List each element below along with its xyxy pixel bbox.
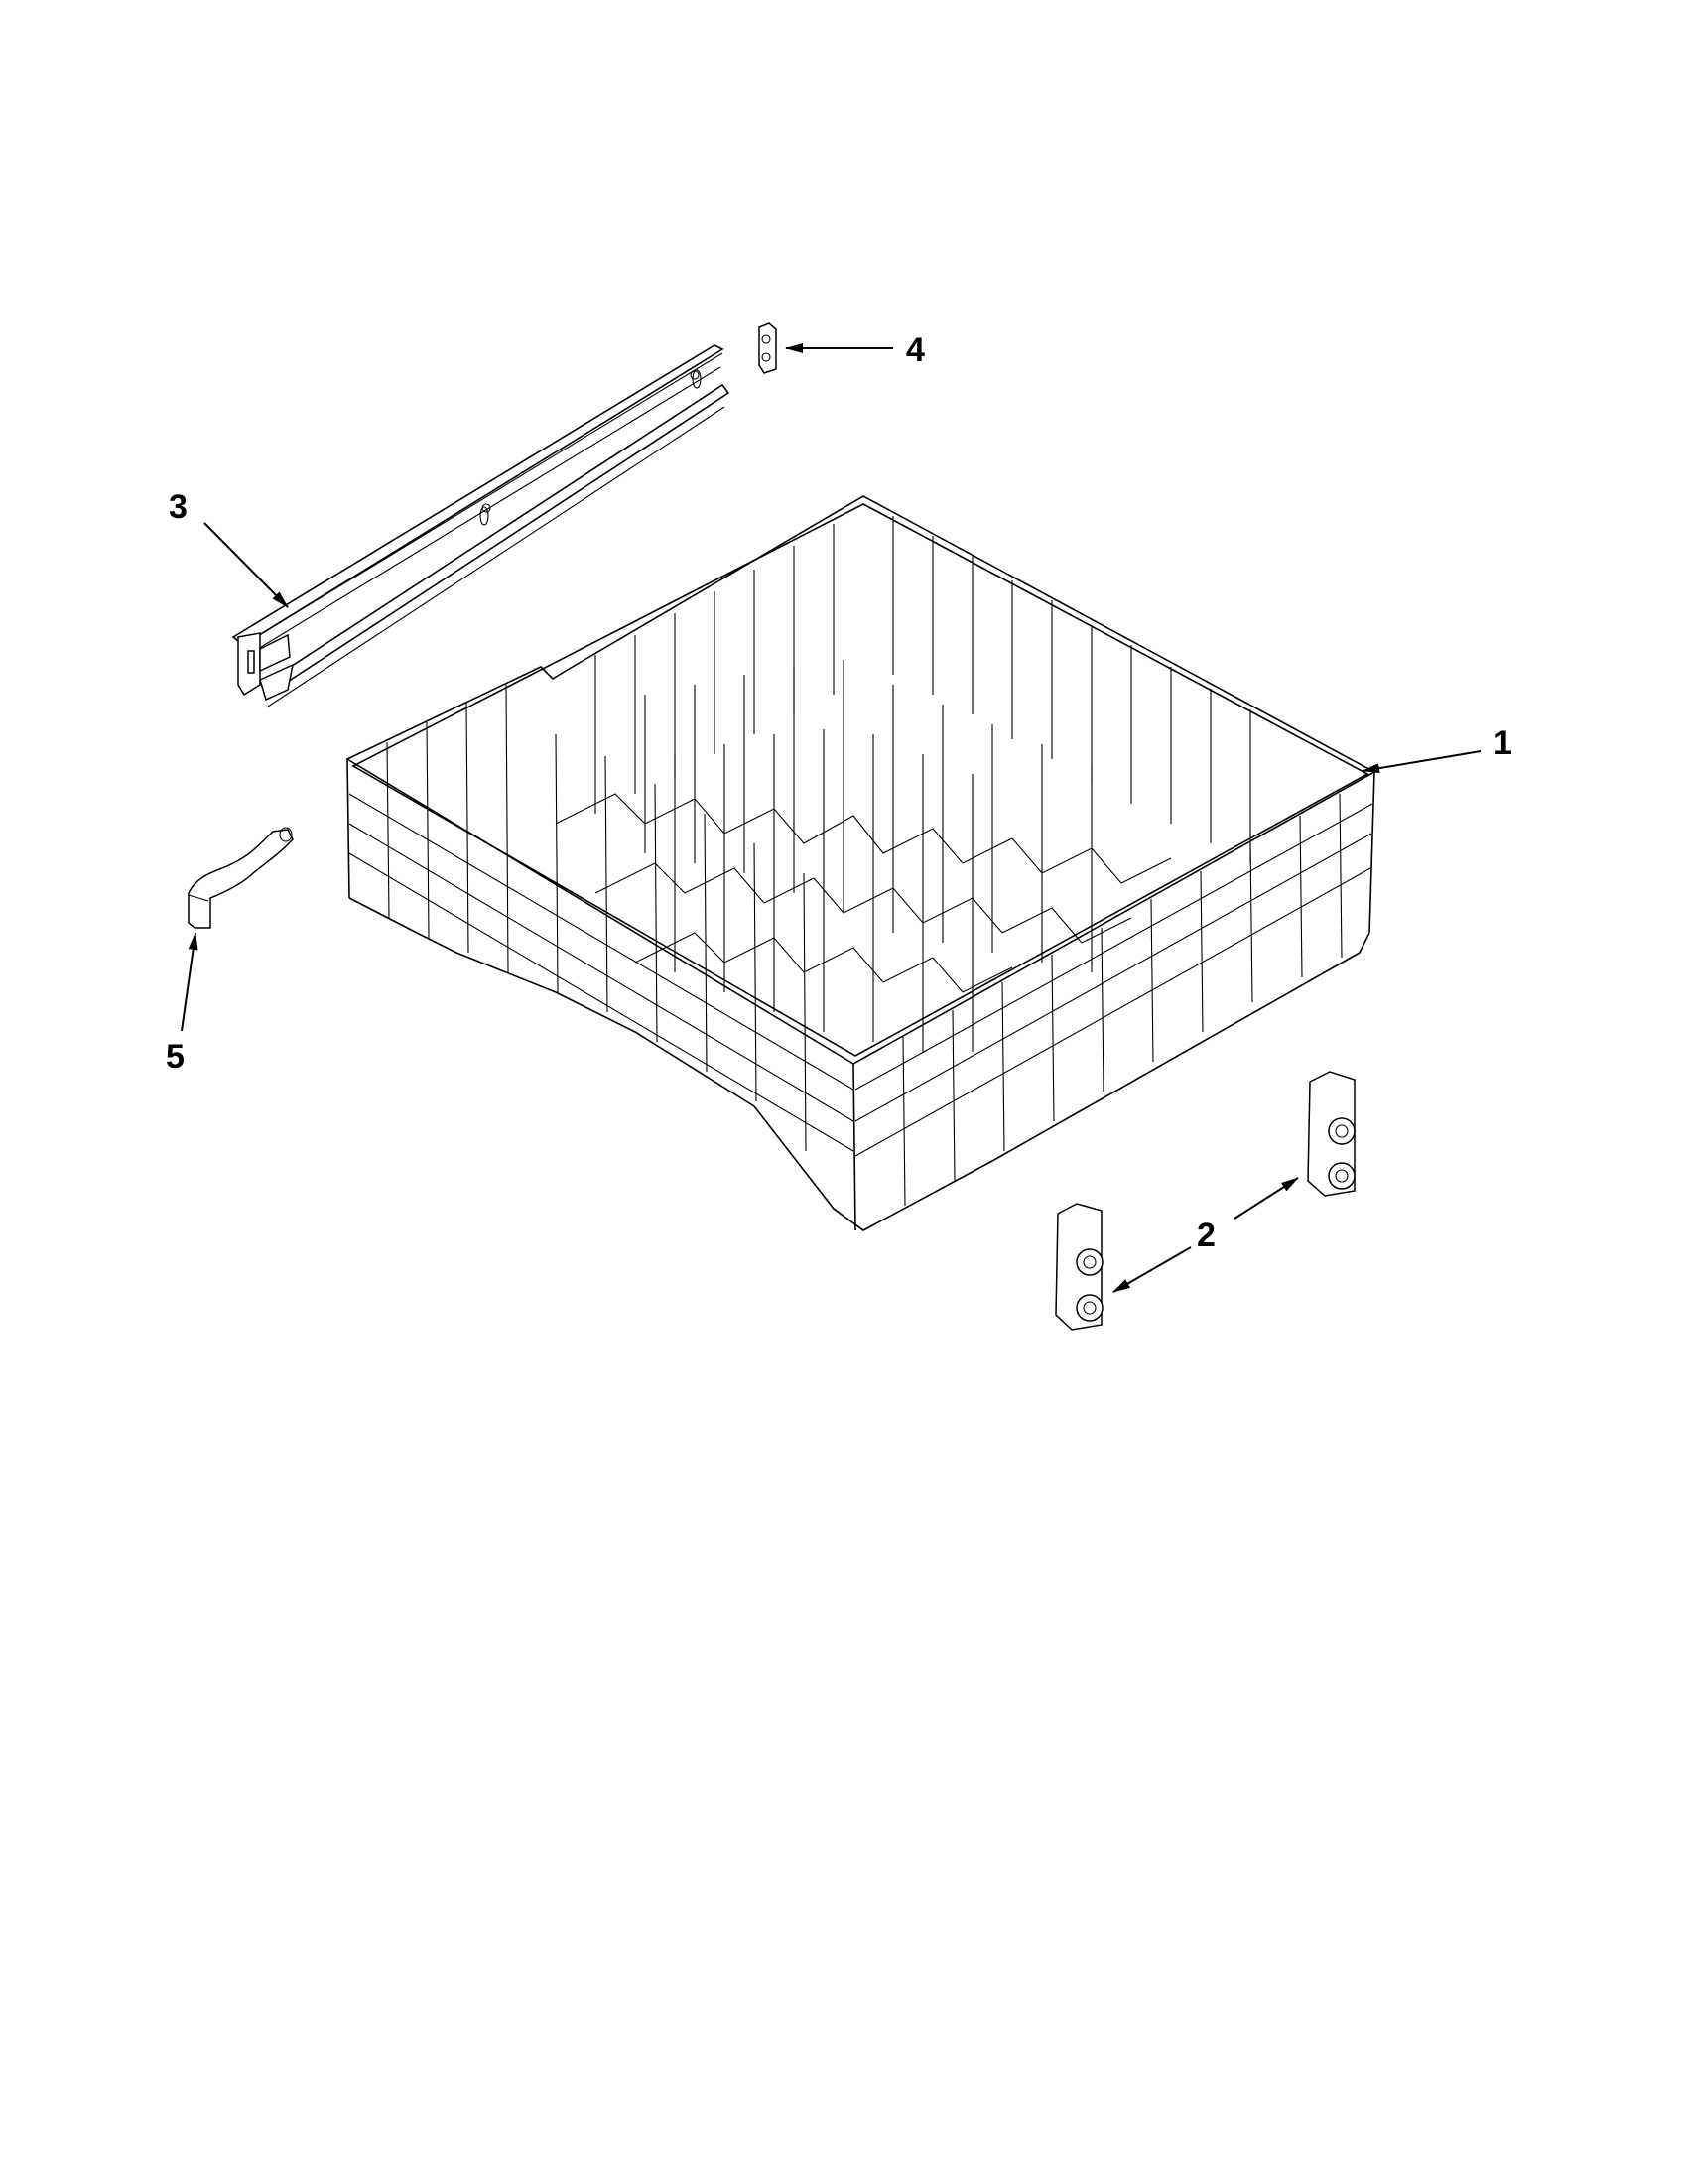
callout-5: 5 [166,1038,185,1076]
rack-roller-adjuster-left [1055,1203,1104,1331]
callout-2: 2 [1197,1217,1216,1254]
callout-1: 1 [1493,724,1512,762]
leader-2a [1234,1177,1299,1220]
rack-roller-adjuster [1055,1071,1356,1331]
leader-2b [1112,1246,1192,1293]
leader-5 [181,932,198,1032]
rack-slide-rail [231,344,730,707]
leader-1 [1362,750,1482,774]
rack-roller-adjuster-right [1307,1071,1356,1197]
callout-4: 4 [906,331,925,369]
callout-3: 3 [169,488,188,526]
adjuster-handle [188,827,294,929]
rail-end-stop [758,322,777,374]
upper-rack-basket [345,495,1376,1231]
leader-3 [203,522,289,608]
